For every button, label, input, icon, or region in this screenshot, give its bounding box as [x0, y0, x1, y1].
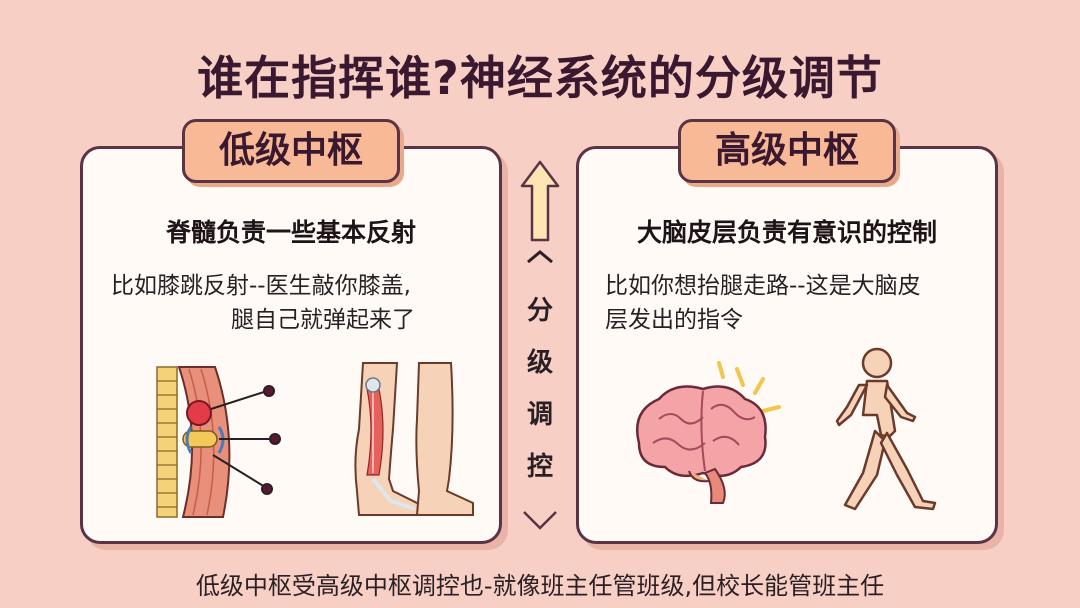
walking-desc-line2: 层发出的指令	[605, 307, 743, 333]
spinal-cord-illustration	[156, 366, 281, 518]
knee-reflex-desc-line2: 腿自己就弹起来了	[231, 307, 415, 333]
high-level-center-panel: 高级中枢 大脑皮层负责有意识的控制 比如你想抬腿走路--这是大脑皮 层发出的指令	[576, 119, 998, 544]
arrow-up-icon	[520, 160, 560, 242]
chevron-down-icon	[523, 511, 557, 530]
hierarchical-regulation-label: 分 级 调 控	[526, 296, 553, 482]
regulation-arrow	[520, 160, 560, 530]
cerebral-cortex-heading: 大脑皮层负责有意识的控制	[636, 218, 937, 247]
brain-icon	[636, 361, 781, 504]
walking-person-icon	[835, 347, 937, 511]
walking-desc-line1: 比如你想抬腿走路--这是大脑皮	[605, 273, 921, 299]
knee-reflex-desc-line1: 比如膝跳反射--医生敲你膝盖,	[111, 273, 411, 299]
page-title: 谁在指挥谁?神经系统的分级调节	[197, 51, 883, 105]
vertebrae-icon	[156, 366, 178, 518]
footer-summary: 低级中枢受高级中枢调控也-就像班主任管班级,但校长能管班主任	[195, 572, 885, 600]
spinal-cord-heading: 脊髓负责一些基本反射	[165, 218, 416, 247]
low-level-center-tag: 低级中枢	[182, 119, 400, 183]
high-level-center-tag: 高级中枢	[678, 119, 896, 183]
low-level-center-panel: 低级中枢 脊髓负责一些基本反射 比如膝跳反射--医生敲你膝盖, 腿自己就弹起来了	[80, 119, 502, 544]
synapse-icon	[182, 426, 225, 454]
leg-knee-reflex-illustration	[354, 362, 474, 516]
